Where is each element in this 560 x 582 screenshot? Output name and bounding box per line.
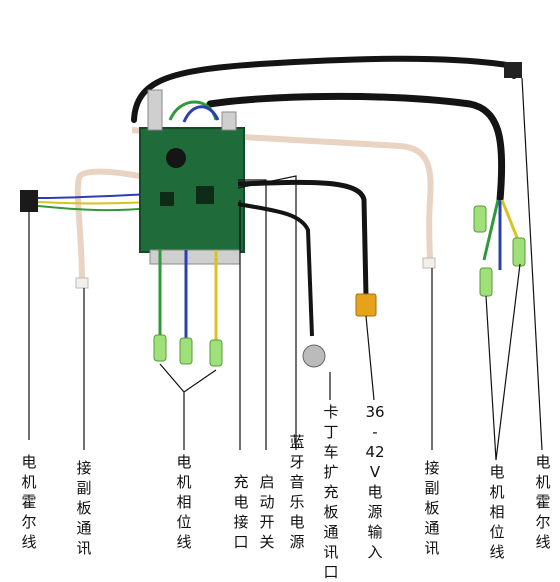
wiring-diagram — [20, 55, 543, 461]
leader-lines — [28, 77, 543, 461]
phase-terminal — [479, 267, 493, 297]
hall-wire-yellow — [37, 201, 151, 205]
ribbon-connector-left — [75, 277, 89, 289]
phase-cable-right — [206, 92, 506, 204]
chip — [196, 186, 214, 204]
chip — [160, 192, 174, 206]
kart-cable — [237, 202, 314, 337]
label-hall-right: 电机霍尔线 — [535, 453, 551, 551]
label-charge: 充电接口 — [233, 473, 249, 551]
phase-terminal — [153, 334, 167, 362]
phase-terminal — [209, 339, 223, 367]
phase-wire-green-right — [482, 199, 500, 261]
phase-terminal — [512, 237, 526, 267]
label-comm-left: 接副板通讯 — [76, 459, 92, 557]
capacitor — [166, 148, 186, 168]
hall-wire-green — [37, 205, 151, 212]
phase-terminal — [179, 337, 193, 365]
label-hall-left: 电机霍尔线 — [21, 453, 37, 551]
hall-connector-right — [504, 62, 522, 78]
hall-wires-left — [37, 193, 151, 199]
connector-strip — [149, 249, 241, 265]
phase-terminal — [473, 205, 487, 233]
heatsink-tab — [147, 89, 163, 131]
hall-connector-left — [20, 190, 38, 212]
label-phase-right: 电机相位线 — [489, 463, 505, 561]
board-top-wire-blue — [182, 105, 220, 123]
ribbon-connector-right — [422, 257, 436, 269]
controller-board — [139, 127, 245, 253]
phase-wire-yellow-right — [500, 199, 520, 241]
label-kart: 卡丁车扩充板通讯口 — [323, 403, 339, 581]
kart-connector — [302, 344, 326, 368]
label-bt-music: 蓝牙音乐电源 — [289, 433, 305, 551]
heatsink-tab — [221, 111, 237, 131]
label-comm-right: 接副板通讯 — [424, 459, 440, 557]
label-start-switch: 启动开关 — [259, 473, 275, 551]
power-input-cable — [237, 179, 369, 297]
ribbon-cable-left — [74, 168, 151, 283]
label-phase-left: 电机相位线 — [176, 453, 192, 551]
xt60-connector — [355, 293, 377, 317]
